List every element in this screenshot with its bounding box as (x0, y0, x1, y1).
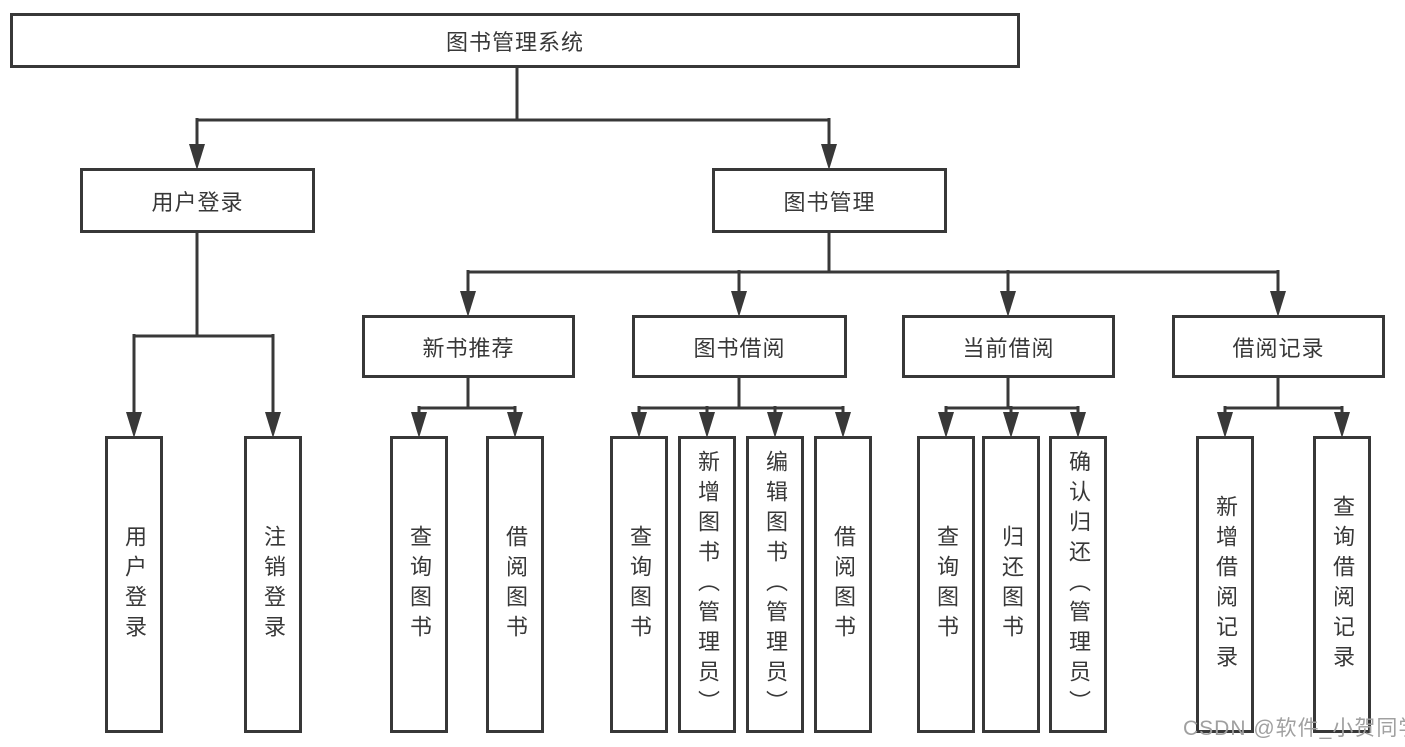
arrowheads (126, 144, 1350, 438)
node-borrow-records: 借阅记录 (1172, 315, 1385, 378)
leaf-borrowing-query-label: 查询图书 (627, 524, 652, 645)
node-user-login-label: 用户登录 (151, 189, 244, 215)
leaf-borrowing-add-label: 新增图书（管理员） (695, 449, 720, 720)
leaf-newbooks-query: 查询图书 (390, 436, 448, 733)
leaf-user-login: 用户登录 (105, 436, 163, 733)
node-new-books: 新书推荐 (362, 315, 575, 378)
watermark: CSDN @软件_小贺同学 (1183, 717, 1405, 740)
node-borrowing: 图书借阅 (632, 315, 847, 378)
leaf-records-query: 查询借阅记录 (1313, 436, 1371, 733)
node-new-books-label: 新书推荐 (422, 335, 515, 361)
leaf-current-query: 查询图书 (917, 436, 975, 733)
leaf-borrowing-borrow-label: 借阅图书 (831, 524, 856, 645)
leaf-current-return-label: 归还图书 (999, 524, 1024, 645)
leaf-newbooks-borrow: 借阅图书 (486, 436, 544, 733)
leaf-current-confirm-label: 确认归还（管理员） (1066, 449, 1091, 720)
leaf-newbooks-query-label: 查询图书 (407, 524, 432, 645)
node-current-borrow: 当前借阅 (902, 315, 1115, 378)
leaf-logout: 注销登录 (244, 436, 302, 733)
leaf-current-return: 归还图书 (982, 436, 1040, 733)
connector-paths (132, 66, 1344, 420)
leaf-records-add-label: 新增借阅记录 (1213, 494, 1238, 675)
node-current-borrow-label: 当前借阅 (962, 335, 1055, 361)
node-root-label: 图书管理系统 (445, 29, 584, 55)
leaf-borrowing-query: 查询图书 (610, 436, 668, 733)
leaf-current-confirm: 确认归还（管理员） (1049, 436, 1107, 733)
leaf-logout-label: 注销登录 (261, 524, 286, 645)
node-book-management-label: 图书管理 (783, 189, 876, 215)
node-book-management: 图书管理 (712, 168, 947, 233)
leaf-borrowing-borrow: 借阅图书 (814, 436, 872, 733)
leaf-borrowing-edit-label: 编辑图书（管理员） (763, 449, 788, 720)
node-borrowing-label: 图书借阅 (693, 335, 786, 361)
leaf-records-query-label: 查询借阅记录 (1330, 494, 1355, 675)
node-borrow-records-label: 借阅记录 (1232, 335, 1325, 361)
leaf-records-add: 新增借阅记录 (1196, 436, 1254, 733)
node-user-login: 用户登录 (80, 168, 315, 233)
leaf-borrowing-edit: 编辑图书（管理员） (746, 436, 804, 733)
leaf-user-login-label: 用户登录 (122, 524, 147, 645)
leaf-borrowing-add: 新增图书（管理员） (678, 436, 736, 733)
leaf-newbooks-borrow-label: 借阅图书 (503, 524, 528, 645)
node-root: 图书管理系统 (10, 13, 1020, 68)
leaf-current-query-label: 查询图书 (934, 524, 959, 645)
